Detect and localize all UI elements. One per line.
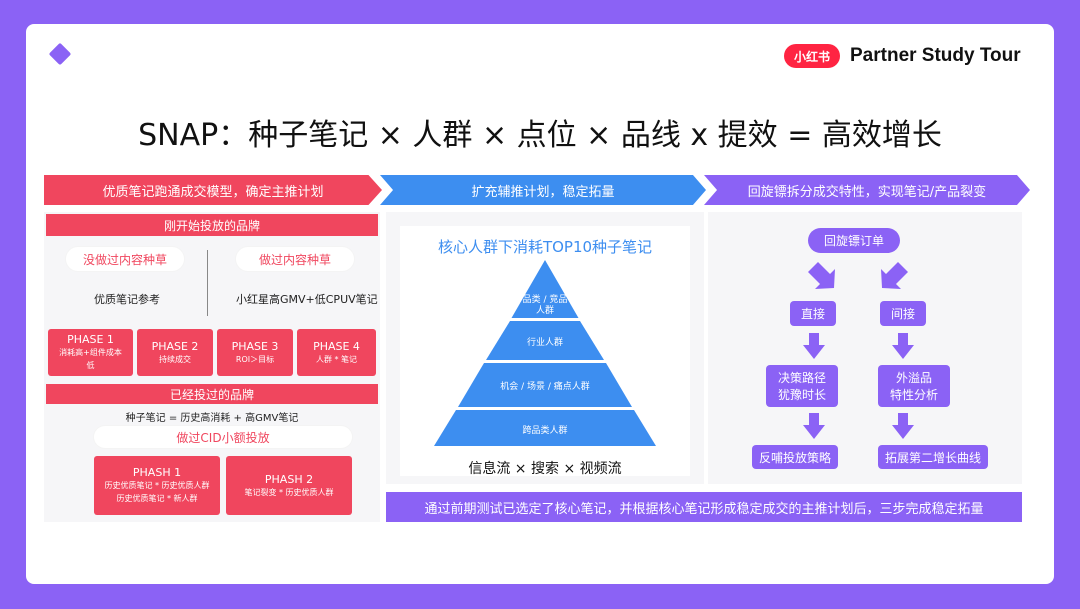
pyramid-title: 核心人群下消耗TOP10种子笔记	[437, 238, 653, 256]
spillover-line-2: 特性分析	[889, 388, 938, 402]
phash-sub: 笔记裂变 * 历史优质人群	[244, 487, 334, 497]
phase-title: PHASE 4	[313, 339, 360, 353]
phase-title: PHASE 2	[151, 339, 199, 353]
phase-1: PHASE 1 消耗高+组件成本 低	[48, 329, 133, 376]
pill-has-content: 做过内容种草	[236, 247, 354, 271]
tier-label: 品类 / 竞品	[523, 293, 568, 305]
pyramid-tier-3	[458, 363, 632, 407]
brand-name: Partner Study Tour	[850, 45, 1021, 66]
boomerang-order: 回旋镖订单	[808, 228, 900, 253]
decision-box: 决策路径 犹豫时长	[766, 365, 838, 407]
slide-title: SNAP：种子笔记 × 人群 × 点位 × 品线 x 提效 = 高效增长	[138, 118, 942, 153]
tier-label: 跨品类人群	[522, 424, 567, 436]
arrow-down-icon	[803, 413, 825, 439]
arrow-down-icon	[892, 333, 914, 359]
phase-sub: 人群 * 笔记	[315, 354, 358, 364]
banner-step-2: 扩充辅推计划，稳定拓量	[380, 175, 706, 205]
decision-line-1: 决策路径	[777, 371, 826, 385]
cid-pill: 做过CID小额投放	[94, 426, 352, 448]
phase-sub: ROI＞目标	[235, 354, 275, 364]
arrow-down-right-icon	[881, 262, 908, 289]
direct-box: 直接	[790, 301, 836, 326]
channel-footer: 信息流 × 搜索 × 视频流	[468, 461, 622, 477]
seed-formula: 种子笔记 = 历史高消耗 + 高GMV笔记	[125, 413, 299, 424]
banner-step-1: 优质笔记跑通成交模型，确定主推计划	[44, 175, 382, 205]
spillover-line-1: 外溢品	[895, 371, 932, 385]
phase-4: PHASE 4 人群 * 笔记	[297, 329, 376, 376]
summary-bar: 通过前期测试已选定了核心笔记，并根据核心笔记形成稳定成交的主推计划后，三步完成稳…	[386, 492, 1022, 522]
feedback-strategy: 反哺投放策略	[752, 445, 838, 469]
phase-3: PHASE 3 ROI＞目标	[217, 329, 293, 376]
pyramid-tier-2	[486, 321, 604, 360]
brand-logo: 小红书	[784, 44, 840, 68]
arrow-down-icon	[892, 413, 914, 439]
indirect-box: 间接	[880, 301, 926, 326]
phash-sub: 历史优质笔记 * 新人群	[116, 494, 198, 503]
new-brand-header: 刚开始投放的品牌	[46, 214, 378, 236]
pyramid-tier-1	[511, 260, 579, 318]
arrow-down-left-icon	[808, 262, 835, 289]
phash-2: PHASH 2 笔记裂变 * 历史优质人群	[226, 456, 352, 515]
phase-2: PHASE 2 持续成交	[137, 329, 213, 376]
phase-sub: 消耗高+组件成本	[59, 348, 122, 357]
tier-label: 行业人群	[527, 336, 563, 348]
tier-label: 人群	[536, 304, 554, 316]
tier-label: 机会 / 场景 / 痛点人群	[500, 380, 590, 392]
phase-sub: 持续成交	[159, 354, 191, 364]
phase-sub: 低	[86, 361, 95, 370]
text-quality-notes: 优质笔记参考	[94, 293, 160, 306]
text-gmv-notes: 小红星高GMV+低CPUV笔记	[236, 293, 378, 306]
pyramid-tier-4	[434, 410, 656, 446]
pill-no-content: 没做过内容种草	[66, 247, 184, 271]
phash-sub: 历史优质笔记 * 历史优质人群	[104, 481, 210, 490]
phash-1: PHASH 1 历史优质笔记 * 历史优质人群 历史优质笔记 * 新人群	[94, 456, 220, 515]
old-brand-header: 已经投过的品牌	[46, 384, 378, 404]
divider	[207, 250, 208, 316]
pyramid: 品类 / 竞品 人群 行业人群 机会 / 场景 / 痛点人群 跨品类人群	[434, 260, 656, 446]
split-arrows	[808, 262, 908, 289]
arrow-down-icon	[803, 333, 825, 359]
banner-step-3: 回旋镖拆分成交特性，实现笔记/产品裂变	[704, 175, 1030, 205]
phash-title: PHASH 1	[132, 466, 182, 479]
phase-title: PHASE 1	[67, 333, 114, 346]
phase-title: PHASE 3	[231, 339, 279, 353]
second-curve: 拓展第二增长曲线	[878, 445, 988, 469]
right-panel	[708, 212, 1022, 484]
phash-title: PHASH 2	[264, 472, 314, 486]
decision-line-2: 犹豫时长	[777, 388, 826, 402]
spillover-box: 外溢品 特性分析	[878, 365, 950, 407]
